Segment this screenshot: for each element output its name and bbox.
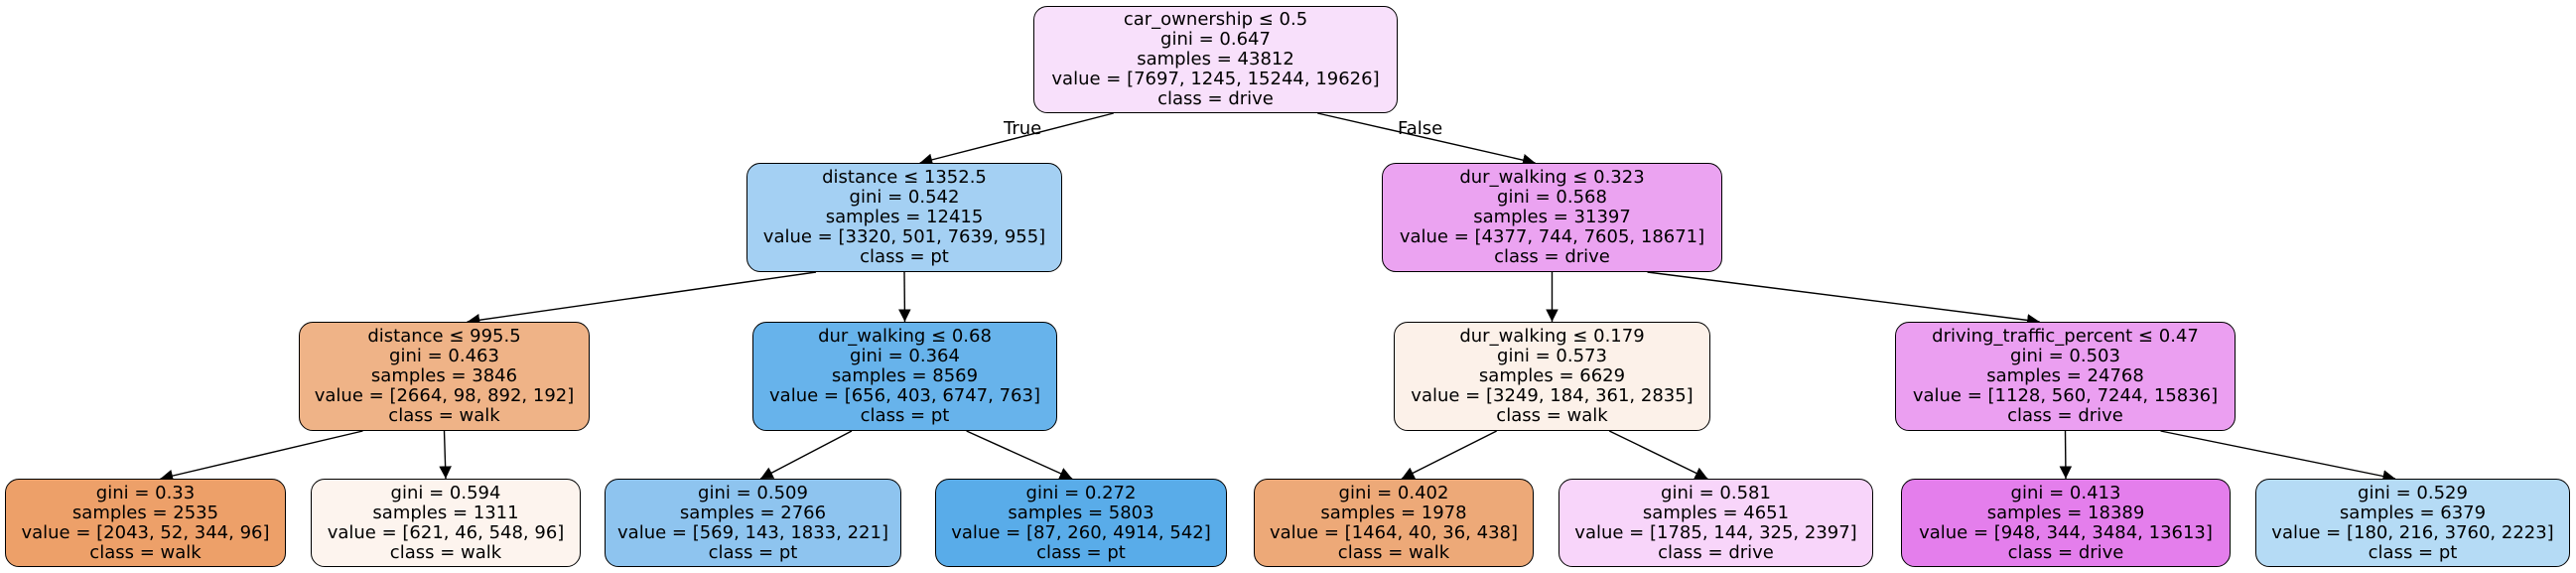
node-text-line: samples = 6379: [2339, 501, 2487, 523]
node-text-line: samples = 2766: [679, 501, 827, 523]
node-text-line: gini = 0.568: [1497, 187, 1607, 208]
node-text-line: samples = 8569: [831, 365, 979, 386]
node-text-line: dur_walking ≤ 0.323: [1459, 167, 1645, 188]
node-text-line: class = walk: [389, 541, 502, 563]
node-text-line: gini = 0.364: [850, 346, 960, 366]
node-text-line: value = [621, 46, 548, 96]: [327, 521, 565, 543]
node-text-line: samples = 18389: [1986, 501, 2145, 523]
node-text-line: samples = 31397: [1473, 207, 1631, 227]
node-text-line: gini = 0.33: [95, 482, 196, 503]
edge-l2-c-to-leaf-6: [1608, 430, 1708, 480]
edge-root-to-l1-left: [919, 112, 1114, 166]
node-text-line: value = [2664, 98, 892, 192]: [314, 385, 575, 406]
edge-l2-b-to-leaf-3: [759, 430, 853, 480]
node-text-line: driving_traffic_percent ≤ 0.47: [1932, 326, 2199, 347]
node-text-line: gini = 0.581: [1661, 482, 1771, 503]
node-text-line: value = [1785, 144, 325, 2397]: [1574, 521, 1857, 543]
node-text-line: dur_walking ≤ 0.68: [818, 326, 992, 347]
false-edge-label: False: [1398, 118, 1443, 139]
node-text-line: class = pt: [860, 246, 949, 267]
edge-l2-a-to-leaf-2: [439, 430, 452, 480]
node-text-line: samples = 2535: [71, 501, 219, 523]
edge-l2-a-to-leaf-1: [160, 430, 363, 483]
node-text-line: value = [180, 216, 3760, 2223]: [2271, 521, 2554, 543]
node-text-line: gini = 0.529: [2358, 482, 2468, 503]
node-text-line: samples = 3846: [370, 365, 518, 386]
node-text-line: samples = 1978: [1320, 501, 1467, 523]
node-text-line: class = walk: [89, 541, 202, 563]
node-text-line: samples = 5803: [1008, 501, 1154, 523]
edge-root-to-l1-right: [1317, 112, 1536, 167]
edge-l1-right-to-l2-d: [1647, 271, 2040, 327]
node-text-line: value = [569, 143, 1833, 221]: [617, 521, 888, 543]
node-text-line: class = drive: [1157, 88, 1274, 109]
node-text-line: class = walk: [1337, 541, 1450, 563]
node-text-line: value = [656, 403, 6747, 763]: [769, 385, 1040, 406]
node-text-line: samples = 12415: [825, 207, 984, 227]
node-text-line: gini = 0.573: [1497, 346, 1607, 366]
node-text-line: class = walk: [1496, 405, 1608, 426]
edge-l2-d-to-leaf-8: [2160, 430, 2396, 483]
node-text-line: value = [2043, 52, 344, 96]: [21, 521, 270, 543]
node-text-line: samples = 24768: [1986, 365, 2144, 386]
node-text-line: gini = 0.542: [849, 187, 960, 208]
node-text-line: class = pt: [1036, 541, 1126, 563]
node-text-line: samples = 1311: [372, 501, 519, 523]
node-text-line: class = pt: [860, 405, 950, 426]
node-text-line: class = drive: [1494, 246, 1610, 267]
node-text-line: samples = 43812: [1137, 49, 1294, 70]
node-text-line: gini = 0.503: [2010, 346, 2120, 366]
edge-l2-c-to-leaf-5: [1401, 430, 1497, 480]
node-text-line: class = pt: [2368, 541, 2458, 563]
edge-l2-d-to-leaf-7: [2059, 430, 2073, 480]
node-text-line: gini = 0.509: [698, 482, 808, 503]
edge-l1-left-to-l2-a: [467, 271, 817, 327]
node-text-line: gini = 0.402: [1338, 482, 1449, 503]
edge-l1-left-to-l2-b: [898, 271, 911, 323]
node-text-line: class = drive: [2007, 541, 2124, 563]
node-text-line: gini = 0.463: [389, 346, 499, 366]
node-text-line: value = [7697, 1245, 15244, 19626]: [1051, 69, 1380, 89]
node-text-line: value = [948, 344, 3484, 13613]: [1919, 521, 2213, 543]
node-text-line: class = drive: [2007, 405, 2123, 426]
node-text-line: samples = 4651: [1642, 501, 1790, 523]
node-text-line: gini = 0.272: [1025, 482, 1137, 503]
node-text-line: value = [3320, 501, 7639, 955]: [762, 226, 1046, 247]
node-text-line: gini = 0.413: [2010, 482, 2121, 503]
node-text-line: class = pt: [708, 541, 798, 563]
node-text-line: value = [87, 260, 4914, 542]: [951, 521, 1211, 543]
node-text-line: value = [1464, 40, 36, 438]: [1269, 521, 1519, 543]
node-text-line: samples = 6629: [1478, 365, 1626, 386]
node-text-line: gini = 0.647: [1160, 29, 1271, 50]
node-text-line: class = drive: [1658, 541, 1774, 563]
node-text-line: car_ownership ≤ 0.5: [1123, 9, 1308, 30]
node-text-line: distance ≤ 995.5: [367, 326, 521, 347]
node-text-line: distance ≤ 1352.5: [822, 167, 987, 188]
node-text-line: dur_walking ≤ 0.179: [1459, 326, 1645, 347]
true-edge-label: True: [1004, 118, 1042, 139]
edge-l2-b-to-leaf-4: [966, 430, 1073, 480]
node-text-line: value = [4377, 744, 7605, 18671]: [1399, 226, 1705, 247]
node-text-line: value = [1128, 560, 7244, 15836]: [1912, 385, 2219, 406]
node-text-line: class = walk: [388, 405, 500, 426]
node-text-line: value = [3249, 184, 361, 2835]: [1411, 385, 1694, 406]
node-text-line: gini = 0.594: [390, 482, 501, 503]
